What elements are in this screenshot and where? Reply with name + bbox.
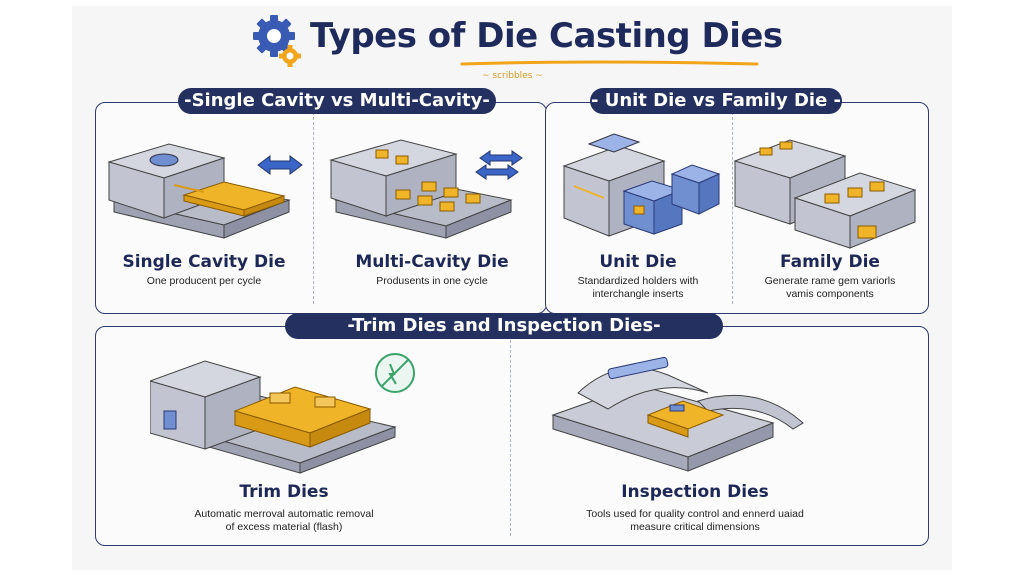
trim-die-illustration <box>150 360 397 474</box>
card-desc-line: of excess material (flash) <box>225 521 343 533</box>
card-title-single-cavity: Single Cavity Die <box>122 252 286 272</box>
no-flash-icon <box>375 353 415 393</box>
card-desc-single-cavity: One producent per cycle <box>146 275 262 287</box>
card-desc-inspection-dies: Tools used for quality control and enner… <box>550 508 840 534</box>
title-subscript: ~ scribbles ~ <box>482 71 543 81</box>
section-label-trim-inspection: -Trim Dies and Inspection Dies- <box>285 313 723 339</box>
card-title-trim-dies: Trim Dies <box>239 482 329 502</box>
card-title-family-die: Family Die <box>780 252 880 272</box>
card-desc-family-die: Generate rame gem variorls vamis compone… <box>740 275 920 301</box>
card-desc-line: Generate rame gem variorls <box>764 275 896 287</box>
card-desc-line: interchangle inserts <box>592 288 684 300</box>
multi-cavity-die-illustration <box>329 139 513 239</box>
title-underline: ~ scribbles ~ <box>460 60 759 81</box>
card-desc-unit-die: Standardized holders with interchangle i… <box>552 275 724 301</box>
unit-die-illustration <box>562 133 721 237</box>
page-title: Types of Die Casting Dies <box>310 16 783 56</box>
card-title-multi-cavity: Multi-Cavity Die <box>355 252 509 272</box>
inspection-die-illustration <box>551 356 804 472</box>
panel-divider <box>510 340 511 536</box>
card-desc-line: Automatic merroval automatic removal <box>194 508 374 520</box>
single-cavity-die-illustration <box>107 143 291 239</box>
panel-divider <box>313 112 314 304</box>
card-desc-line: Tools used for quality control and enner… <box>586 508 804 520</box>
family-die-illustration <box>733 139 917 249</box>
panel-trim-inspection <box>95 326 929 546</box>
card-title-unit-die: Unit Die <box>599 252 677 272</box>
title-block: Types of Die Casting Dies ~ scribbles ~ <box>252 14 783 81</box>
card-title-inspection-dies: Inspection Dies <box>621 482 769 502</box>
card-desc-line: Standardized holders with <box>577 275 699 287</box>
panel-divider <box>732 112 733 304</box>
gears-icon <box>253 15 301 67</box>
section-label-unit-vs-family: - Unit Die vs Family Die - <box>590 88 842 114</box>
card-desc-trim-dies: Automatic merroval automatic removal of … <box>150 508 418 534</box>
card-desc-line: measure critical dimensions <box>630 521 760 533</box>
card-desc-multi-cavity: Produsents in one cycle <box>376 275 488 287</box>
card-desc-line: vamis components <box>786 288 874 300</box>
double-arrow-icon <box>475 150 523 180</box>
section-label-single-vs-multi: -Single Cavity vs Multi-Cavity- <box>178 88 496 114</box>
double-arrow-icon <box>257 155 303 175</box>
